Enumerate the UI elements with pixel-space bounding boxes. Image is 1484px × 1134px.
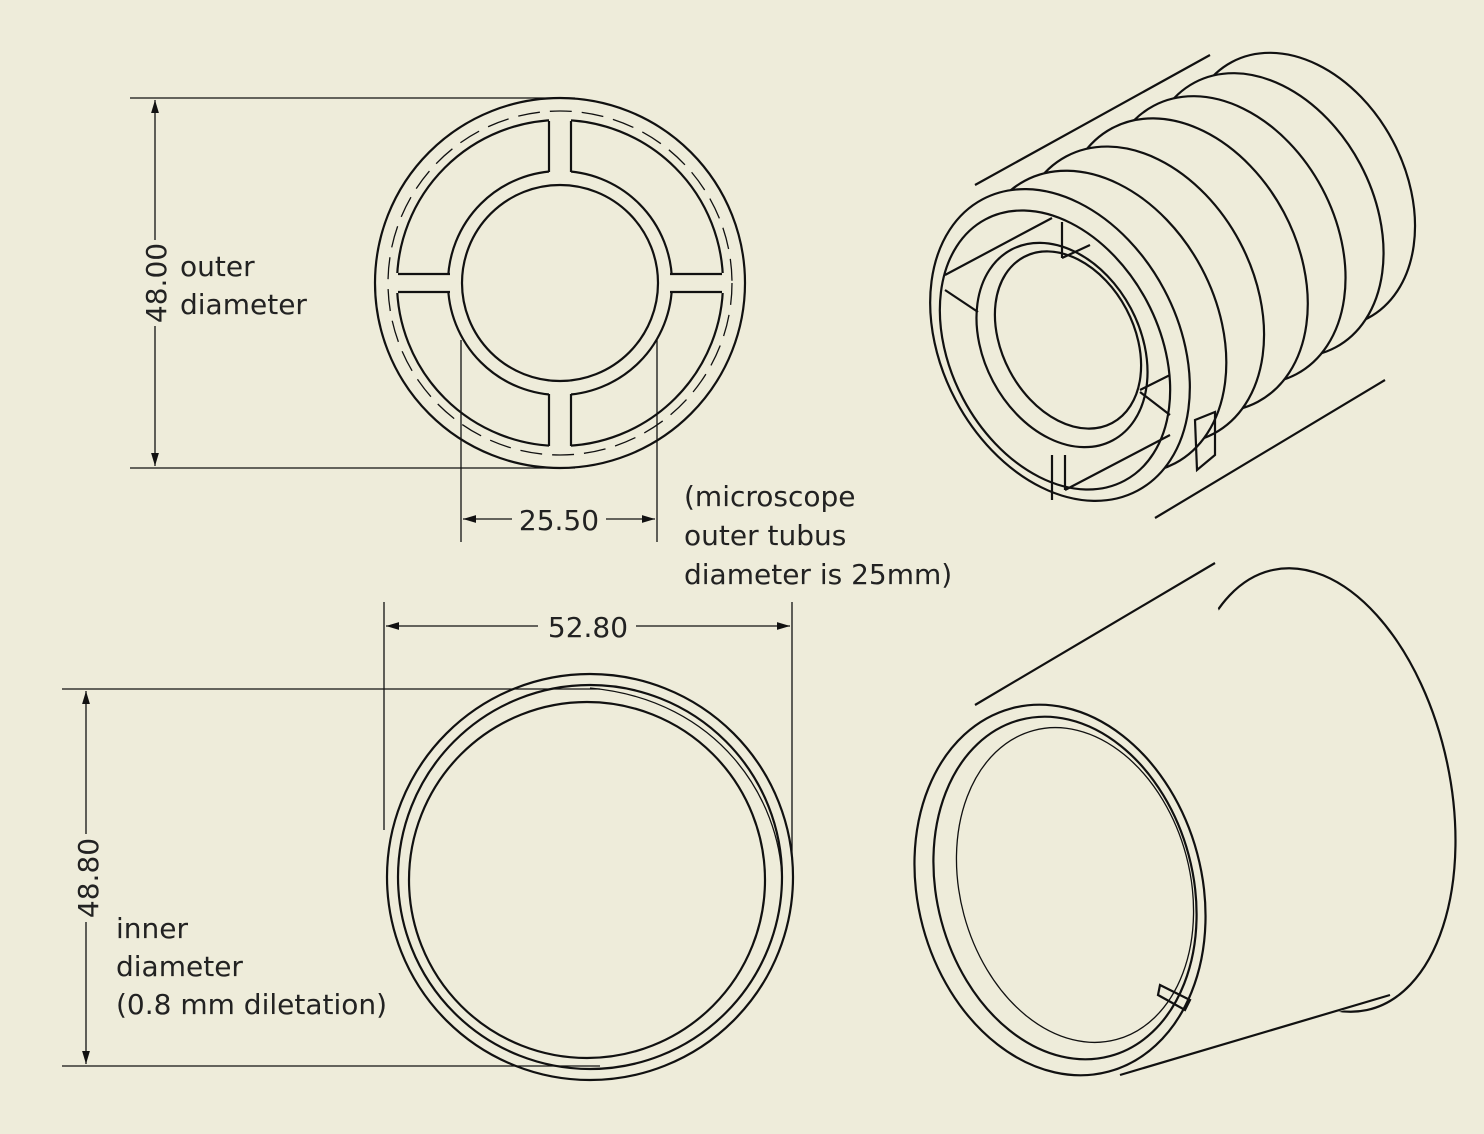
cap-width-value: 52.80	[548, 611, 628, 644]
hub-note-1: (microscope	[684, 480, 856, 513]
inner-diameter-value: 48.80	[72, 838, 105, 918]
iso-view-adapter	[929, 51, 1417, 519]
top-front-view	[373, 96, 747, 470]
outer-diameter-dimension: 48.00 outer diameter	[130, 97, 575, 469]
cap-width-dimension: 52.80	[383, 602, 793, 860]
hub-diameter-value: 25.50	[519, 504, 599, 537]
inner-diameter-label-1: inner	[116, 912, 188, 945]
outer-diameter-label-2: diameter	[180, 288, 307, 321]
inner-diameter-label-2: diameter	[116, 950, 243, 983]
outer-diameter-label-1: outer	[180, 250, 255, 283]
bottom-front-view	[385, 672, 795, 1082]
iso-view-cap	[913, 562, 1457, 1077]
hub-note-2: outer tubus	[684, 519, 846, 552]
outer-diameter-value: 48.00	[140, 243, 173, 323]
inner-diameter-label-3: (0.8 mm diletation)	[116, 988, 387, 1021]
inner-diameter-dimension: 48.80 inner diameter (0.8 mm diletation)	[62, 688, 600, 1067]
hub-diameter-dimension: 25.50 (microscope outer tubus diameter i…	[460, 340, 952, 591]
hub-note-3: diameter is 25mm)	[684, 558, 952, 591]
